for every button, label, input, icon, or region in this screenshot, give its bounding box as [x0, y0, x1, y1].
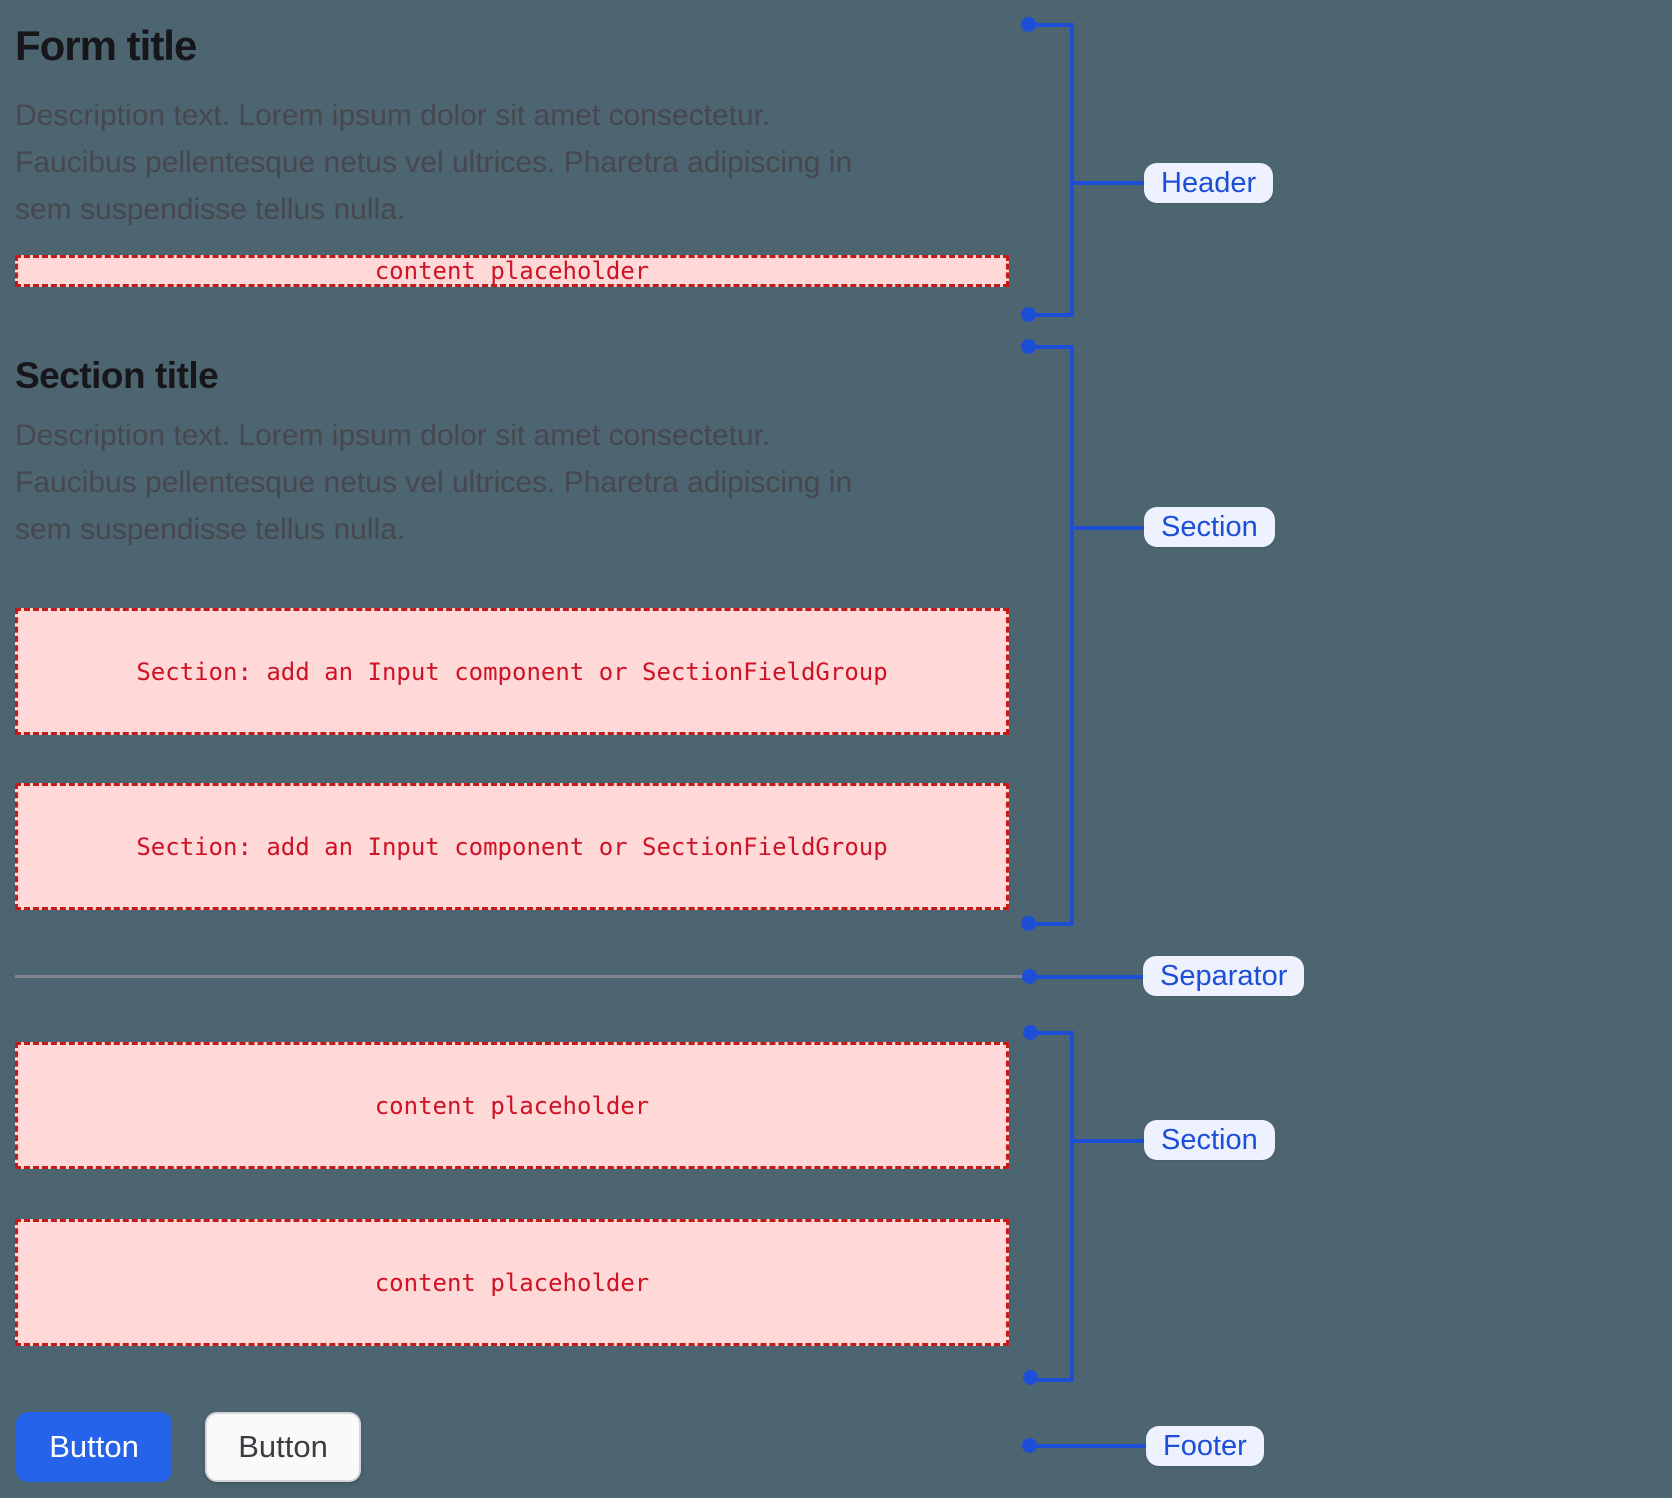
section2-content-placeholder: content placeholder	[15, 1042, 1009, 1169]
section-bracket-connector	[1072, 526, 1144, 530]
section-anchor-dot	[1021, 339, 1036, 354]
section-field-placeholder: Section: add an Input component or Secti…	[15, 608, 1009, 735]
section-bracket-line	[1029, 345, 1072, 349]
section2-anchor-dot	[1023, 1370, 1038, 1385]
section-bracket-line	[1070, 345, 1074, 926]
separator-connector	[1036, 975, 1143, 979]
section-description-line: Faucibus pellentesque netus vel ultrices…	[15, 466, 853, 499]
form-description: Description text. Lorem ipsum dolor sit …	[15, 92, 1015, 233]
header-anchor-dot	[1021, 17, 1036, 32]
header-anchor-dot	[1021, 307, 1036, 322]
footer-annotation-label: Footer	[1146, 1426, 1264, 1466]
form-description-line: Faucibus pellentesque netus vel ultrices…	[15, 146, 853, 179]
header-bracket-connector	[1072, 181, 1144, 185]
secondary-button[interactable]: Button	[205, 1412, 361, 1482]
section-bracket-line	[1029, 922, 1072, 926]
section2-content-placeholder: content placeholder	[15, 1219, 1009, 1346]
section-anchor-dot	[1021, 916, 1036, 931]
section-description-line: Description text. Lorem ipsum dolor sit …	[15, 419, 771, 452]
section2-bracket-connector	[1072, 1139, 1144, 1143]
footer-anchor-dot	[1022, 1438, 1037, 1453]
header-content-placeholder: content placeholder	[15, 255, 1009, 287]
section2-anchor-dot	[1023, 1025, 1038, 1040]
section-title: Section title	[15, 355, 219, 396]
separator-line	[15, 975, 1023, 978]
separator-anchor-dot	[1022, 969, 1037, 984]
form-description-line: sem suspendisse tellus nulla.	[15, 193, 406, 226]
header-bracket-line	[1029, 23, 1072, 27]
header-bracket-line	[1029, 313, 1072, 317]
header-bracket-line	[1070, 23, 1074, 317]
section2-bracket-line	[1070, 1031, 1074, 1382]
section-field-placeholder: Section: add an Input component or Secti…	[15, 783, 1009, 910]
form-description-line: Description text. Lorem ipsum dolor sit …	[15, 99, 771, 132]
section2-bracket-line	[1031, 1378, 1072, 1382]
section2-annotation-label: Section	[1144, 1120, 1275, 1160]
section-description-line: sem suspendisse tellus nulla.	[15, 513, 406, 546]
footer-connector	[1036, 1444, 1146, 1448]
primary-button[interactable]: Button	[16, 1412, 172, 1482]
separator-annotation-label: Separator	[1143, 956, 1305, 996]
section-description: Description text. Lorem ipsum dolor sit …	[15, 412, 1015, 553]
section-annotation-label: Section	[1144, 507, 1275, 547]
section2-bracket-line	[1031, 1031, 1072, 1035]
form-title: Form title	[15, 22, 197, 69]
header-annotation-label: Header	[1144, 163, 1274, 203]
